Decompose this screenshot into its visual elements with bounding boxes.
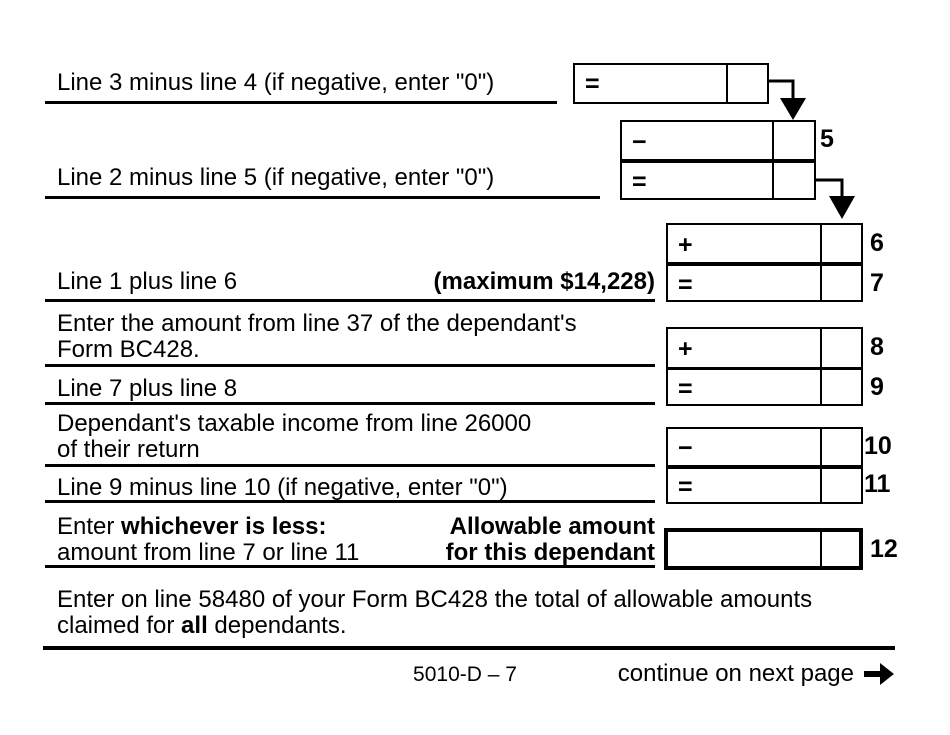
line-number-12: 12 <box>870 535 898 563</box>
continue-text: continue on next page <box>617 660 854 687</box>
row7-label: Line 9 minus line 10 (if negative, enter… <box>57 474 508 501</box>
cents-field-line8[interactable] <box>822 329 861 367</box>
line-number-11: 11 <box>864 470 891 498</box>
row4-label: Enter the amount from line 37 of the dep… <box>57 311 577 363</box>
row6-line1: Dependant's taxable income from line 260… <box>57 410 532 437</box>
row3-underline <box>45 299 655 302</box>
row8-right-line2: for this dependant <box>445 539 655 566</box>
cents-field-line9[interactable] <box>822 370 861 404</box>
line-number-10: 10 <box>864 432 892 460</box>
amount-field-line8[interactable] <box>668 329 820 367</box>
equals-operator: = <box>678 375 693 403</box>
cents-field-line7[interactable] <box>822 266 861 300</box>
amount-box-group-5: − = <box>620 120 816 200</box>
minus-operator: − <box>632 128 647 156</box>
amount-box-group-8-9: + = <box>666 327 863 406</box>
cents-divider <box>820 532 822 566</box>
row8-right-line1: Allowable amount <box>449 513 655 540</box>
cents-divider <box>772 122 774 198</box>
down-arrow-icon <box>816 178 855 219</box>
total-instruction-paragraph: Enter on line 58480 of your Form BC428 t… <box>57 587 812 639</box>
cents-field-line3minus4[interactable] <box>728 65 767 102</box>
box-row-divider <box>668 262 861 266</box>
amount-box-group-10-11: − = <box>666 427 863 504</box>
minus-operator: − <box>678 434 693 462</box>
row3-label: Line 1 plus line 6 <box>57 268 238 295</box>
row9-line1: Enter on line 58480 of your Form BC428 t… <box>57 586 813 613</box>
row5-label: Line 7 plus line 8 <box>57 375 238 402</box>
amount-field-line7[interactable] <box>668 266 820 300</box>
cents-field-line11[interactable] <box>822 469 861 502</box>
row9-all-bold: all <box>181 612 208 639</box>
continue-on-next-page: continue on next page <box>618 661 895 687</box>
row8-allowable-amount-note: Allowable amount for this dependant <box>380 514 655 566</box>
row8-line1: Enter whichever is less: <box>57 513 327 540</box>
plus-operator: + <box>678 335 693 363</box>
line-number-5: 5 <box>820 125 834 153</box>
row2-label: Line 2 minus line 5 (if negative, enter … <box>57 164 495 191</box>
box-row-divider <box>668 465 861 469</box>
cents-divider <box>726 65 728 102</box>
cents-divider <box>820 329 822 404</box>
row6-underline <box>45 464 655 467</box>
row8-underline <box>45 565 655 568</box>
row8-line2: amount from line 7 or line 11 <box>57 539 360 566</box>
equals-operator: = <box>585 70 600 98</box>
cents-field-line5[interactable] <box>774 122 814 159</box>
amount-box-group-6-7: + = <box>666 223 863 302</box>
amount-field-line12[interactable] <box>668 532 820 566</box>
right-arrow-icon <box>864 663 894 685</box>
row6-line2: of their return <box>57 436 200 463</box>
cents-field-line12[interactable] <box>822 532 859 566</box>
cents-field-line2minus5[interactable] <box>774 163 814 198</box>
form-page-code: 5010-D – 7 <box>413 663 517 686</box>
line-number-8: 8 <box>870 333 884 361</box>
row9-line2: claimed for all dependants. <box>57 612 347 639</box>
cents-field-line6[interactable] <box>822 225 861 262</box>
row8-label: Enter whichever is less: amount from lin… <box>57 514 359 566</box>
equals-operator: = <box>678 271 693 299</box>
row4-line2: Form BC428. <box>57 336 200 363</box>
line-number-9: 9 <box>870 373 884 401</box>
row5-underline <box>45 402 655 405</box>
line-number-7: 7 <box>870 269 884 297</box>
row8-whichever-is-less: whichever is less: <box>121 513 327 540</box>
amount-box-line12 <box>664 528 863 570</box>
box-row-divider <box>668 367 861 370</box>
footer-rule <box>43 646 895 650</box>
row1-label: Line 3 minus line 4 (if negative, enter … <box>57 69 495 96</box>
row4-underline <box>45 364 655 367</box>
row3-maximum-note: (maximum $14,228) <box>433 268 655 295</box>
amount-field-line3minus4[interactable] <box>575 65 726 102</box>
cents-field-line10[interactable] <box>822 429 861 465</box>
cents-divider <box>820 429 822 502</box>
cents-divider <box>820 225 822 300</box>
amount-field-line9[interactable] <box>668 370 820 404</box>
equals-operator: = <box>632 168 647 196</box>
amount-field-line6[interactable] <box>668 225 820 262</box>
amount-box-line3minus4: = <box>573 63 769 104</box>
row1-underline <box>45 101 557 104</box>
equals-operator: = <box>678 473 693 501</box>
amount-field-line10[interactable] <box>668 429 820 465</box>
row4-line1: Enter the amount from line 37 of the dep… <box>57 310 577 337</box>
line-number-6: 6 <box>870 229 884 257</box>
row7-underline <box>45 500 655 503</box>
box-row-divider <box>622 159 814 163</box>
down-arrow-icon <box>769 79 806 120</box>
row2-underline <box>45 196 600 199</box>
amount-field-line5[interactable] <box>622 122 772 159</box>
amount-field-line2minus5[interactable] <box>622 163 772 198</box>
plus-operator: + <box>678 231 693 259</box>
amount-field-line11[interactable] <box>668 469 820 502</box>
row6-label: Dependant's taxable income from line 260… <box>57 411 531 463</box>
